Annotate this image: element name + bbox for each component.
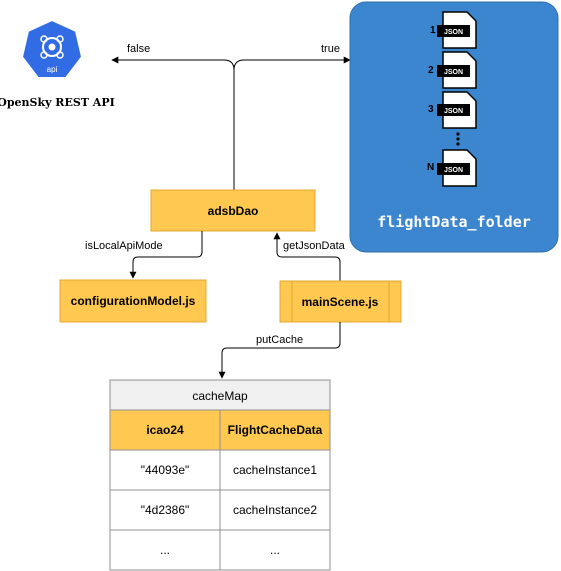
put-cache-edge: putCache (218, 322, 341, 379)
json-badge: JSON (444, 108, 463, 115)
flightdata-folder: 1 JSON 2 JSON 3 JSON N JSON fli (349, 1, 559, 253)
api-icon-text: api (47, 65, 58, 74)
true-label: true (321, 43, 340, 55)
put-cache-label: putCache (256, 334, 303, 346)
table-row (219, 529, 331, 571)
column-header-flight-cache-data: FlightCacheData (228, 423, 323, 437)
file-index: 1 (430, 25, 436, 36)
json-badge: JSON (444, 167, 463, 174)
adsbdao-node: adsbDao (150, 189, 316, 232)
json-file-n: N JSON (427, 149, 477, 187)
table-row (109, 489, 221, 531)
cachemap-table: cacheMap icao24 FlightCacheData "44093e"… (109, 379, 331, 571)
table-cell: cacheInstance1 (233, 463, 317, 477)
json-badge: JSON (444, 69, 463, 76)
is-local-label: isLocalApiMode (85, 240, 163, 252)
table-row (109, 449, 221, 491)
table-row (219, 449, 331, 491)
file-index: N (427, 162, 434, 173)
main-scene-label: mainScene.js (302, 295, 379, 309)
folder-title: flightData_folder (377, 213, 531, 231)
is-local-edge: isLocalApiMode (85, 231, 203, 279)
ellipsis-dots (456, 132, 460, 146)
branch-connector: false true (111, 43, 351, 190)
json-badge: JSON (444, 29, 463, 36)
table-cell: "44093e" (141, 463, 190, 477)
header-cell (219, 409, 331, 451)
main-scene-node: mainScene.js (279, 280, 402, 323)
table-row (109, 529, 221, 571)
table-cell: cacheInstance2 (233, 503, 317, 517)
file-index: 2 (428, 65, 434, 76)
table-cell: ... (160, 543, 170, 557)
file-index: 3 (428, 104, 434, 115)
configuration-model-label: configurationModel.js (71, 294, 196, 308)
json-file-3: 3 JSON (428, 91, 477, 129)
header-cell (109, 409, 221, 451)
adsbdao-label: adsbDao (208, 204, 259, 218)
table-cell: "4d2386" (141, 503, 190, 517)
column-header-icao24: icao24 (146, 423, 184, 437)
gear-icon (40, 35, 64, 59)
table-cell: ... (270, 543, 280, 557)
configuration-model-node: configurationModel.js (59, 279, 207, 323)
table-title-bar (109, 379, 331, 411)
table-title: cacheMap (192, 389, 248, 403)
json-file-1: 1 JSON (430, 11, 477, 49)
get-json-label: getJsonData (283, 240, 346, 252)
json-file-2: 2 JSON (428, 51, 477, 89)
opensky-api-node: api OpenSky REST API (0, 18, 115, 109)
false-label: false (127, 43, 150, 55)
get-json-edge: getJsonData (273, 232, 346, 281)
api-label: OpenSky REST API (0, 96, 115, 109)
table-row (219, 489, 331, 531)
